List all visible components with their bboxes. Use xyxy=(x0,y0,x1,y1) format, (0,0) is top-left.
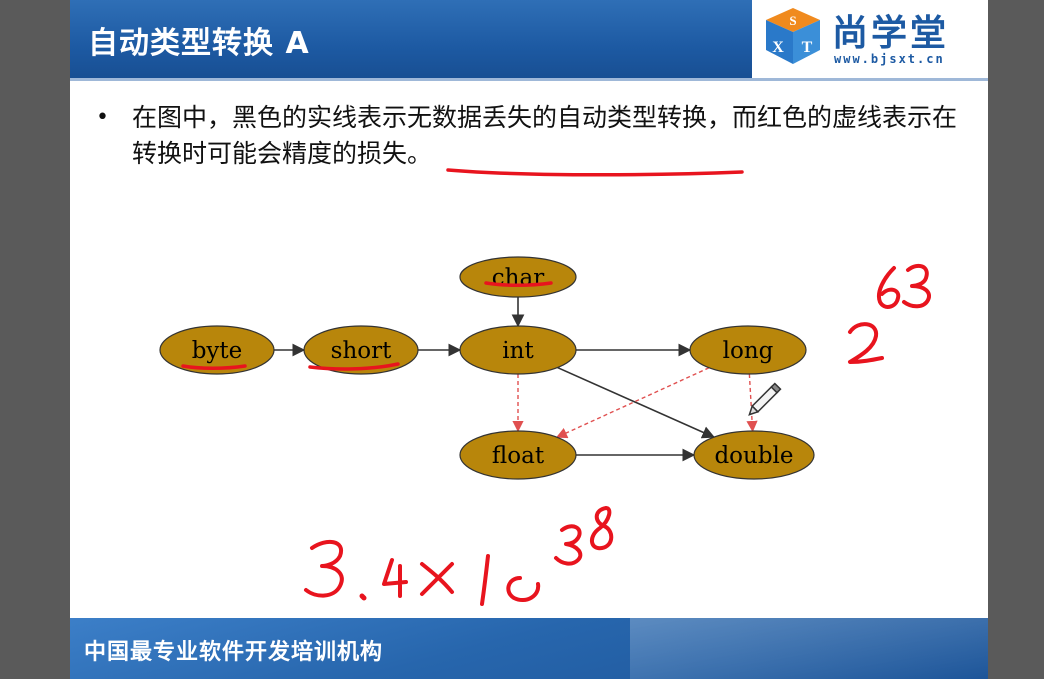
edge-long-to-double xyxy=(746,373,758,433)
pencil-cursor-icon xyxy=(748,382,782,416)
node-int: int xyxy=(459,325,577,375)
underline-short xyxy=(308,362,400,371)
underline-byte xyxy=(181,364,247,370)
slide: 自动类型转换 A S X T 尚学堂 www.bjsxt.cn • 在图中，黑色… xyxy=(70,0,988,679)
node-shape-int xyxy=(459,325,577,375)
ink-4 xyxy=(382,558,408,598)
svg-text:X: X xyxy=(772,39,784,56)
node-double: double xyxy=(693,430,815,480)
ink-3a xyxy=(902,263,931,309)
ink-8 xyxy=(590,506,614,551)
svg-text:S: S xyxy=(789,13,796,28)
footer-decoration xyxy=(630,618,988,679)
node-label-byte: byte xyxy=(192,338,243,364)
node-char: char xyxy=(459,256,577,298)
ink-3c xyxy=(554,524,583,566)
slide-title: 自动类型转换 A xyxy=(88,26,310,61)
node-shape-char xyxy=(459,256,577,298)
node-shape-byte xyxy=(159,325,275,375)
ink-2 xyxy=(848,322,884,364)
underline-char xyxy=(484,281,553,287)
node-shape-short xyxy=(303,325,419,375)
underline-bullet xyxy=(446,168,744,177)
node-shape-float xyxy=(459,430,577,480)
svg-text:T: T xyxy=(802,39,813,56)
bullet-point: • 在图中，黑色的实线表示无数据丢失的自动类型转换，而红色的虚线表示在转换时可能… xyxy=(96,100,966,172)
node-label-double: double xyxy=(714,443,793,469)
ink-0 xyxy=(506,576,541,603)
node-long: long xyxy=(689,325,807,375)
node-float: float xyxy=(459,430,577,480)
ink-1 xyxy=(480,554,490,606)
bullet-marker: • xyxy=(96,105,109,130)
node-label-float: float xyxy=(492,443,545,469)
node-shape-double xyxy=(693,430,815,480)
ink-3b xyxy=(304,539,344,598)
node-short: short xyxy=(303,325,419,375)
node-label-short: short xyxy=(331,338,392,364)
node-label-char: char xyxy=(492,265,544,291)
node-byte: byte xyxy=(159,325,275,375)
bullet-text: 在图中，黑色的实线表示无数据丢失的自动类型转换，而红色的虚线表示在转换时可能会精… xyxy=(132,103,958,168)
ink-dot xyxy=(359,593,367,601)
footer-text: 中国最专业软件开发培训机构 xyxy=(84,640,384,665)
logo-url: www.bjsxt.cn xyxy=(834,52,945,66)
logo-name: 尚学堂 xyxy=(832,13,950,54)
edge-int-to-double xyxy=(557,366,716,439)
header-divider xyxy=(70,78,988,81)
logo: S X T 尚学堂 www.bjsxt.cn xyxy=(752,0,988,78)
slide-footer: 中国最专业软件开发培训机构 xyxy=(70,618,988,679)
node-label-int: int xyxy=(502,338,534,364)
ink-x xyxy=(420,562,454,596)
cube-logo-icon: S X T xyxy=(766,8,820,64)
ink-6 xyxy=(877,266,901,309)
node-label-long: long xyxy=(723,338,774,364)
node-shape-long xyxy=(689,325,807,375)
handwritten-annotations xyxy=(181,168,931,606)
